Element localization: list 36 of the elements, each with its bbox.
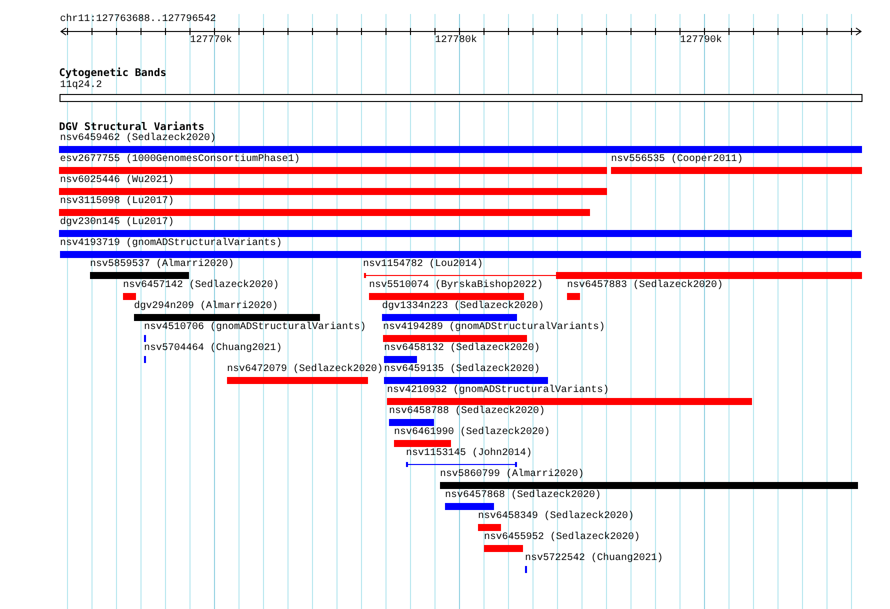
variant-label: nsv5722542 (Chuang2021) [525, 553, 664, 565]
variant-label: nsv6457868 (Sedlazeck2020) [445, 490, 602, 502]
variant-label: nsv5859537 (Almarri2020) [90, 259, 234, 271]
variant-label: nsv1153145 (John2014) [406, 448, 532, 460]
variant-label: esv2677755 (1000GenomesConsortiumPhase1) [60, 154, 300, 166]
tick-label: 127790k [680, 35, 722, 47]
variant-label: nsv6025446 (Wu2021) [60, 175, 174, 187]
variant-label: dgv294n209 (Almarri2020) [134, 301, 278, 313]
variant-label: nsv6472079 (Sedlazeck2020) [227, 364, 384, 376]
variant-label: dgv1334n223 (Sedlazeck2020) [382, 301, 544, 313]
variant-label: nsv1154782 (Lou2014) [363, 259, 484, 271]
track-title: DGV Structural Variants [59, 121, 204, 133]
variant-label: nsv4193719 (gnomADStructuralVariants) [60, 238, 282, 250]
band-label: 11q24.2 [60, 80, 102, 92]
variant-label: nsv6458349 (Sedlazeck2020) [478, 511, 634, 523]
variant-label: nsv4510706 (gnomADStructuralVariants) [144, 322, 366, 334]
variant-label: nsv6455952 (Sedlazeck2020) [484, 532, 640, 544]
variant-label: nsv4194289 (gnomADStructuralVariants) [383, 322, 606, 334]
variant-label: nsv5860799 (Almarri2020) [440, 469, 584, 481]
variant-label: nsv556535 (Cooper2011) [611, 154, 744, 166]
variant-label: nsv5510074 (ByrskaBishop2022) [369, 280, 544, 292]
variant-label: nsv6459135 (Sedlazeck2020) [384, 364, 540, 376]
variant-label: nsv6457883 (Sedlazeck2020) [567, 280, 724, 292]
coordinate-label: chr11:127763688..127796542 [60, 14, 216, 26]
tick-label: 127780k [435, 35, 478, 47]
variant-label: nsv6458788 (Sedlazeck2020) [389, 406, 546, 418]
variant-label: nsv5704464 (Chuang2021) [144, 343, 282, 355]
track-title: Cytogenetic Bands [59, 67, 166, 79]
variant-label: nsv6461990 (Sedlazeck2020) [394, 427, 550, 439]
variant-label: dgv230n145 (Lu2017) [60, 217, 174, 229]
variant-label: nsv6458132 (Sedlazeck2020) [384, 343, 540, 355]
tick-label: 127770k [190, 35, 232, 47]
variant-label: nsv4210932 (gnomADStructuralVariants) [387, 385, 610, 397]
variant-label: nsv6459462 (Sedlazeck2020) [60, 133, 216, 145]
variant-label: nsv6457142 (Sedlazeck2020) [123, 280, 280, 292]
variant-label: nsv3115098 (Lu2017) [60, 196, 174, 208]
